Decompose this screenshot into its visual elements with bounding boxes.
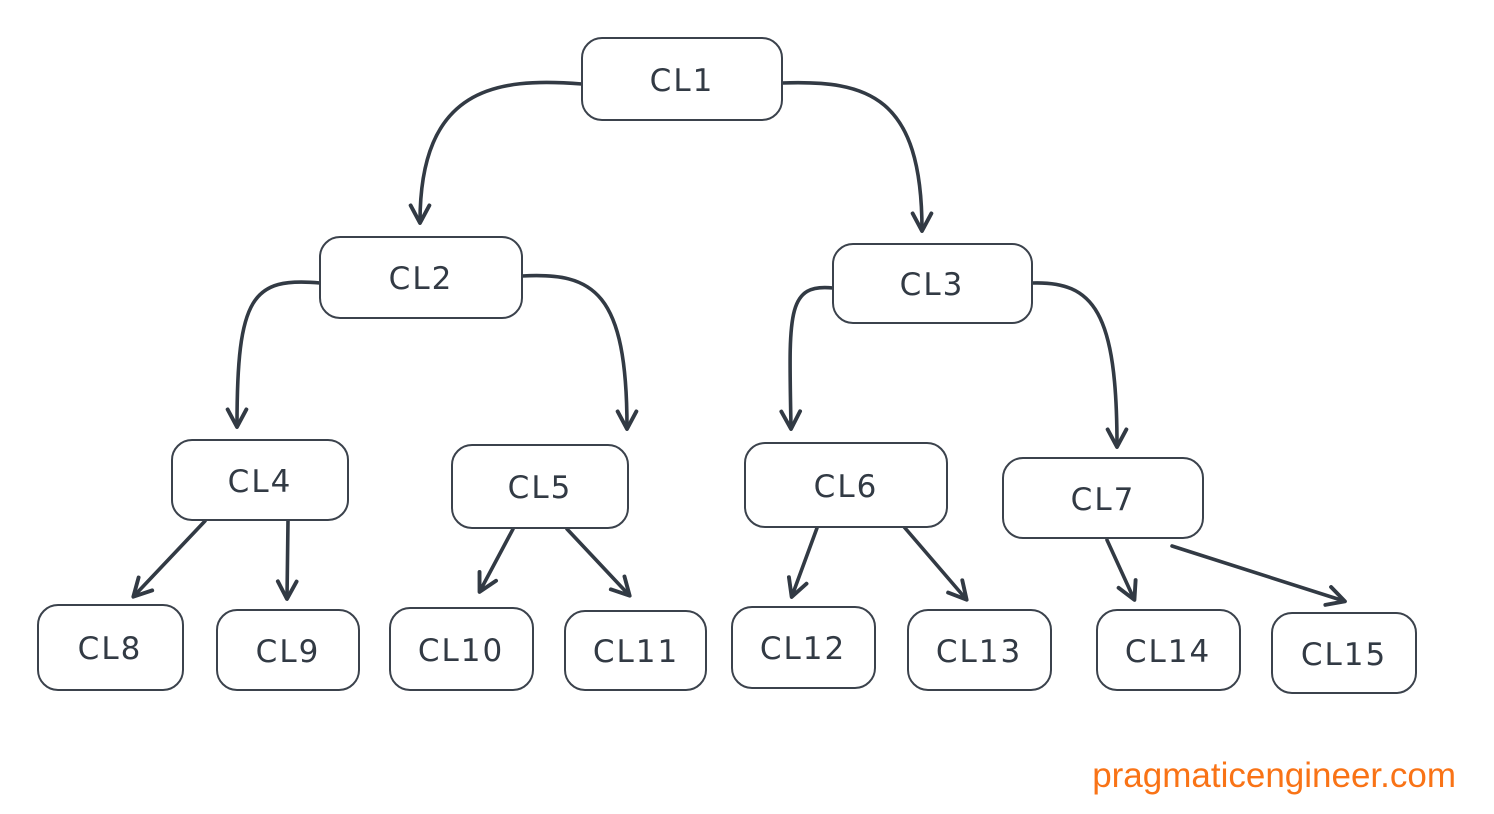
node-cl9-box <box>216 609 360 691</box>
node-cl3-box <box>832 243 1033 324</box>
node-cl9-label: CL9 <box>256 634 321 670</box>
node-cl6-box <box>744 442 948 528</box>
edge-cl2-cl4 <box>225 280 322 429</box>
node-cl8-box <box>37 604 184 691</box>
edge-cl4-cl9 <box>275 519 299 601</box>
node-cl1: CL1 <box>581 37 783 121</box>
node-cl2-label: CL2 <box>389 261 454 297</box>
node-cl1-box <box>581 37 783 121</box>
edge-cl1-cl2 <box>408 80 584 225</box>
node-cl12-box <box>731 606 876 689</box>
edge-cl1-cl3 <box>780 80 934 233</box>
node-cl11-label: CL11 <box>593 634 679 670</box>
node-cl2-box <box>319 236 523 319</box>
edges <box>131 80 1347 607</box>
node-cl7-label: CL7 <box>1071 482 1136 518</box>
node-cl15-label: CL15 <box>1301 637 1387 673</box>
node-cl4-box <box>171 439 349 521</box>
edge-cl4-cl8 <box>131 519 207 599</box>
node-cl12: CL12 <box>731 606 876 689</box>
nodes: CL1 CL2 CL3 CL4 CL5 CL6 <box>37 37 1417 694</box>
edge-cl6-cl13 <box>897 519 969 602</box>
node-cl4-label: CL4 <box>228 464 293 500</box>
node-cl1-label: CL1 <box>650 63 715 99</box>
node-cl3-label: CL3 <box>900 267 965 303</box>
node-cl13-label: CL13 <box>936 634 1022 670</box>
node-cl8: CL8 <box>37 604 184 691</box>
node-cl10: CL10 <box>389 607 534 691</box>
node-cl11: CL11 <box>564 610 707 691</box>
watermark-text: pragmaticengineer.com <box>1092 756 1456 795</box>
node-cl15-box <box>1271 612 1417 694</box>
node-cl2: CL2 <box>319 236 523 319</box>
node-cl10-box <box>389 607 534 691</box>
node-cl5-box <box>451 444 629 529</box>
node-cl9: CL9 <box>216 609 360 691</box>
node-cl11-box <box>564 610 707 691</box>
node-cl15: CL15 <box>1271 612 1417 694</box>
node-cl4: CL4 <box>171 439 349 521</box>
edge-cl3-cl6 <box>779 285 835 431</box>
node-cl7-box <box>1002 457 1204 539</box>
edge-cl6-cl12 <box>786 526 819 599</box>
node-cl10-label: CL10 <box>418 633 504 669</box>
node-cl14-box <box>1096 609 1241 691</box>
edge-cl7-cl15 <box>1170 544 1347 607</box>
node-cl6: CL6 <box>744 442 948 528</box>
edge-cl7-cl14 <box>1105 538 1138 602</box>
node-cl14-label: CL14 <box>1125 634 1211 670</box>
node-cl12-label: CL12 <box>760 631 846 667</box>
edge-cl5-cl11 <box>565 527 632 598</box>
node-cl8-label: CL8 <box>78 631 143 667</box>
node-cl3: CL3 <box>832 243 1033 324</box>
node-cl5-label: CL5 <box>508 470 573 506</box>
node-cl13: CL13 <box>907 609 1052 691</box>
node-cl13-box <box>907 609 1052 691</box>
edge-cl5-cl10 <box>477 527 515 594</box>
node-cl5: CL5 <box>451 444 629 529</box>
node-cl7: CL7 <box>1002 457 1204 539</box>
node-cl6-label: CL6 <box>814 469 879 505</box>
node-cl14: CL14 <box>1096 609 1241 691</box>
edge-cl2-cl5 <box>520 273 639 431</box>
edge-cl3-cl7 <box>1030 281 1129 449</box>
